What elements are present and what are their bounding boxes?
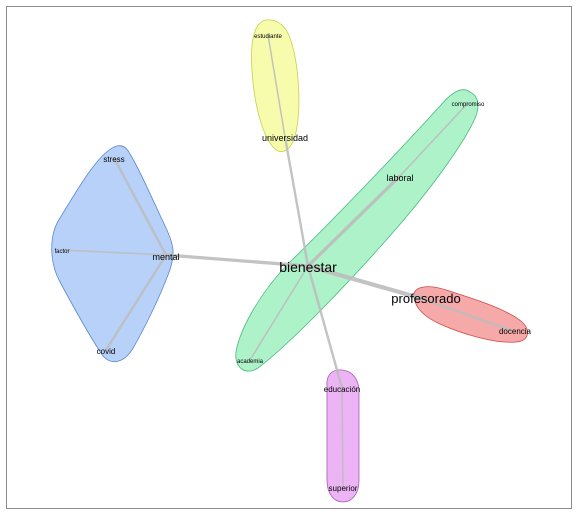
cluster-hull-mental <box>51 145 174 363</box>
edge-bienestar-laboral <box>306 174 402 268</box>
edge-profesorado-docencia <box>418 296 512 332</box>
edge-bienestar-mental <box>164 253 310 268</box>
node-mental: mental <box>152 252 179 262</box>
node-academia: academia <box>237 359 264 365</box>
node-profesorado: profesorado <box>391 291 460 306</box>
edge-mental-stress <box>112 156 168 257</box>
edge-bienestar-universidad <box>283 135 310 268</box>
node-educacion: educación <box>324 385 360 394</box>
edge-bienestar-educacion <box>306 264 344 390</box>
edge-bienestar-academia <box>249 265 309 361</box>
node-covid: covid <box>97 347 116 356</box>
node-stress: stress <box>103 155 124 164</box>
edge-laboral-compromiso <box>399 102 469 177</box>
edge-bienestar-profesorado <box>305 263 423 301</box>
node-compromiso: compromiso <box>452 102 485 108</box>
edge-layer <box>61 34 512 488</box>
node-universidad: universidad <box>262 133 308 143</box>
node-docencia: docencia <box>499 327 532 336</box>
node-estudiante: estudiante <box>254 34 282 40</box>
cluster-hull-bienestar <box>235 89 479 372</box>
edge-educacion-superior <box>341 387 344 488</box>
node-factor: factor <box>54 249 69 255</box>
node-bienestar: bienestar <box>279 259 337 275</box>
node-laboral: laboral <box>386 173 413 183</box>
edge-universidad-estudiante <box>267 34 286 138</box>
edge-mental-covid <box>104 253 168 352</box>
cluster-hull-profesorado <box>413 286 528 343</box>
node-superior: superior <box>329 484 358 493</box>
label-layer: bienestar profesorado docencia laboral c… <box>54 34 531 493</box>
edge-mental-factor <box>61 249 167 256</box>
